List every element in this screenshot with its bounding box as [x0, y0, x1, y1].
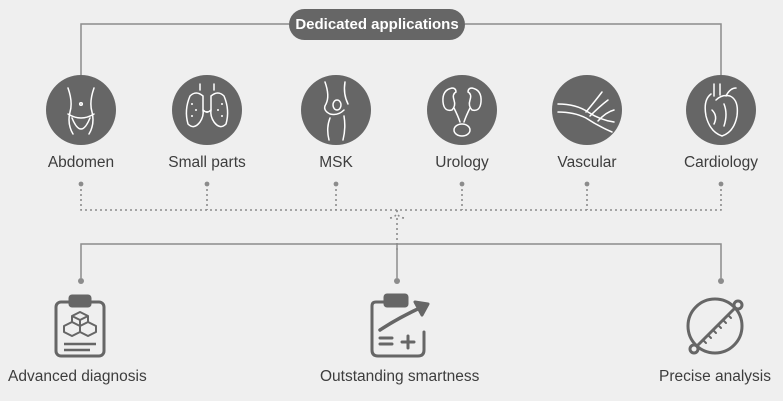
thyroid-icon — [172, 75, 242, 145]
app-label-msk: MSK — [319, 154, 353, 171]
feature-label-outstanding-smartness: Outstanding smartness — [320, 368, 480, 385]
app-label-small-parts: Small parts — [168, 154, 246, 171]
app-label-cardiology: Cardiology — [683, 154, 759, 171]
abdomen-icon — [46, 75, 116, 145]
measure-caliper-icon — [686, 297, 744, 355]
dedicated-applications-header: Dedicated applications — [289, 9, 465, 40]
feature-label-precise-analysis: Precise analysis — [659, 368, 771, 385]
knee-joint-icon — [301, 75, 371, 145]
app-label-abdomen: Abdomen — [47, 154, 115, 171]
clipboard-cubes-icon — [54, 294, 106, 358]
vessels-icon — [552, 75, 622, 145]
app-label-vascular: Vascular — [557, 154, 617, 171]
clipboard-arrow-icon — [370, 293, 430, 358]
kidneys-icon — [427, 75, 497, 145]
app-label-urology: Urology — [435, 154, 489, 171]
heart-icon — [686, 75, 756, 145]
feature-label-advanced-diagnosis: Advanced diagnosis — [8, 368, 147, 385]
